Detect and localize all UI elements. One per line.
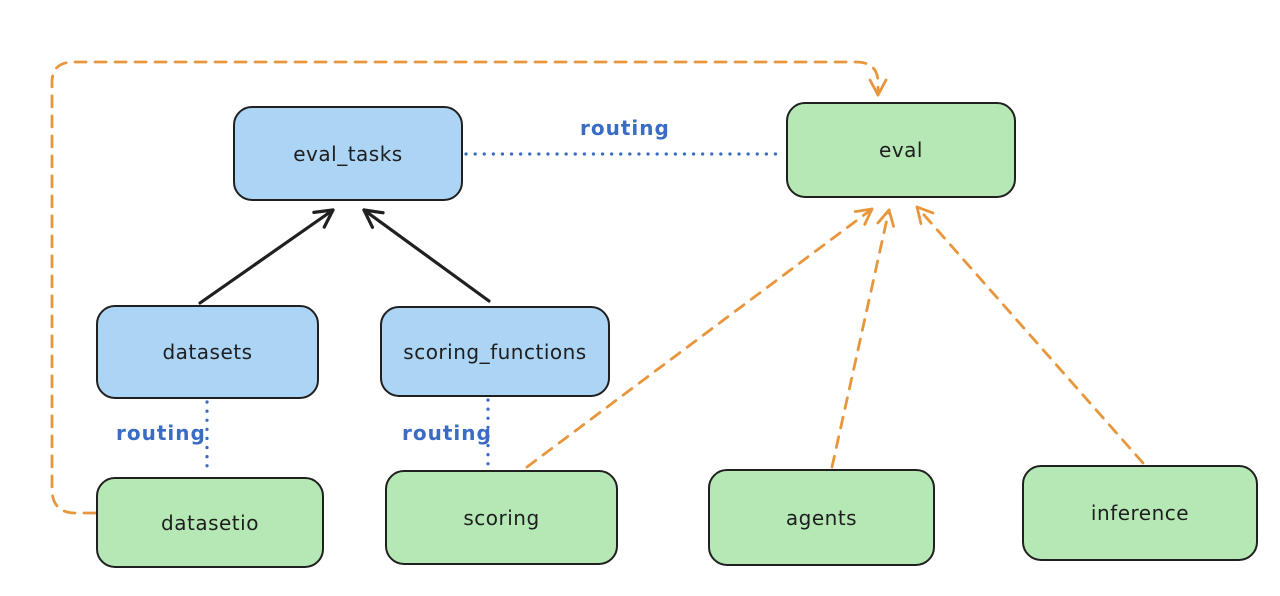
edge-datasets-to-eval-tasks — [198, 208, 335, 305]
node-scoring-functions: scoring_functions — [380, 306, 610, 397]
edge-scoring-to-eval — [525, 207, 874, 469]
edge-agents-to-eval — [830, 208, 895, 469]
node-agents: agents — [708, 469, 935, 566]
node-agents-label: agents — [785, 505, 858, 530]
routing-label-top: routing — [580, 116, 670, 140]
node-eval: eval — [786, 102, 1016, 198]
node-datasets-label: datasets — [162, 340, 253, 364]
node-inference: inference — [1022, 465, 1258, 561]
edge-scoring-functions-to-eval-tasks — [362, 208, 491, 303]
node-scoring: scoring — [385, 470, 618, 565]
node-eval-tasks: eval_tasks — [233, 106, 463, 201]
edge-inference-to-eval — [915, 205, 1145, 465]
node-datasetio: datasetio — [96, 477, 324, 568]
routing-label-scoring: routing — [402, 421, 492, 445]
node-eval-label: eval — [879, 138, 923, 162]
routing-label-datasetio: routing — [116, 421, 206, 445]
node-inference-label: inference — [1090, 501, 1190, 525]
node-scoring-label: scoring — [463, 505, 540, 530]
node-datasets: datasets — [96, 305, 319, 399]
node-scoring-functions-label: scoring_functions — [403, 339, 587, 364]
node-eval-tasks-label: eval_tasks — [293, 141, 403, 166]
edge-datasetio-to-eval — [50, 60, 888, 515]
node-datasetio-label: datasetio — [161, 510, 259, 535]
